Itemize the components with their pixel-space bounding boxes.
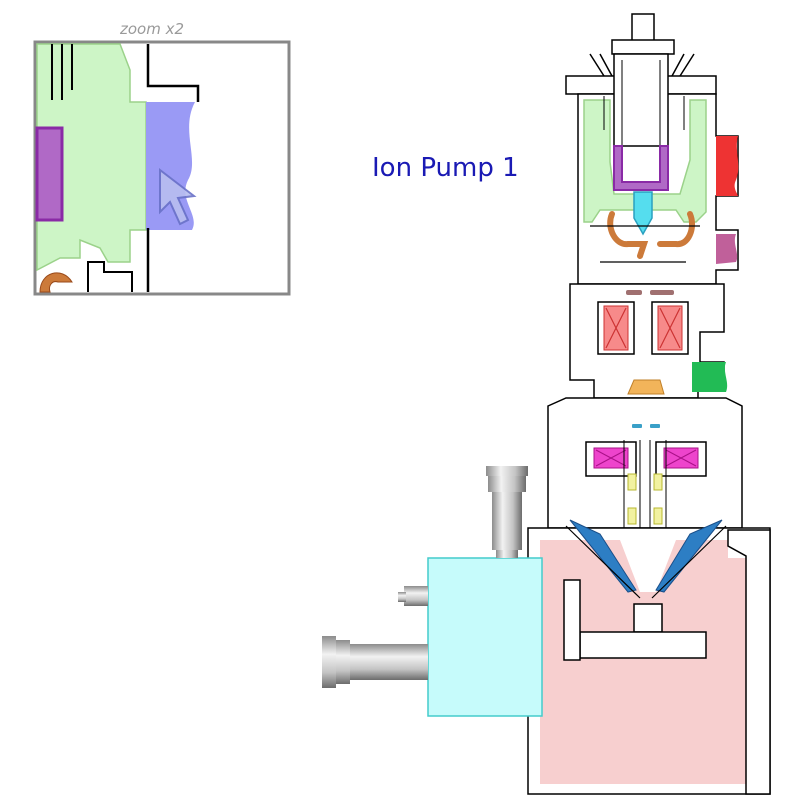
chamber-pink-fill <box>540 540 746 784</box>
mouse-pointer-icon <box>159 167 197 226</box>
zoom-blue-region <box>146 102 195 230</box>
zoom-inset: zoom x2 <box>33 20 291 296</box>
deflector-pairs <box>627 473 663 525</box>
hovered-component-label: Ion Pump 1 <box>372 153 519 183</box>
purple-cup <box>613 145 669 191</box>
zoom-green-region <box>36 43 147 272</box>
sample-stage <box>563 579 707 661</box>
zoom-purple-bar <box>35 126 64 222</box>
magenta-port[interactable] <box>716 234 738 264</box>
horizontal-metal-pipe <box>322 636 428 688</box>
brown-suppressor <box>607 211 696 259</box>
specimen-chamber <box>527 519 771 795</box>
zoom-orange-hook <box>39 272 73 293</box>
green-port[interactable] <box>692 362 728 392</box>
condenser-coil-left <box>597 301 635 355</box>
condenser-section <box>569 283 728 399</box>
red-port[interactable] <box>716 136 739 196</box>
objective-section <box>547 397 743 529</box>
vertical-metal-pipe <box>486 466 528 558</box>
detector-block[interactable] <box>427 557 543 717</box>
objective-coil-left <box>585 441 637 477</box>
objective-coil-right <box>655 441 707 477</box>
zoom-label: zoom x2 <box>119 20 184 38</box>
small-metal-fitting <box>398 586 428 606</box>
orange-aperture <box>627 379 665 395</box>
condenser-coil-right <box>651 301 689 355</box>
ion-pump-1[interactable] <box>565 13 739 285</box>
